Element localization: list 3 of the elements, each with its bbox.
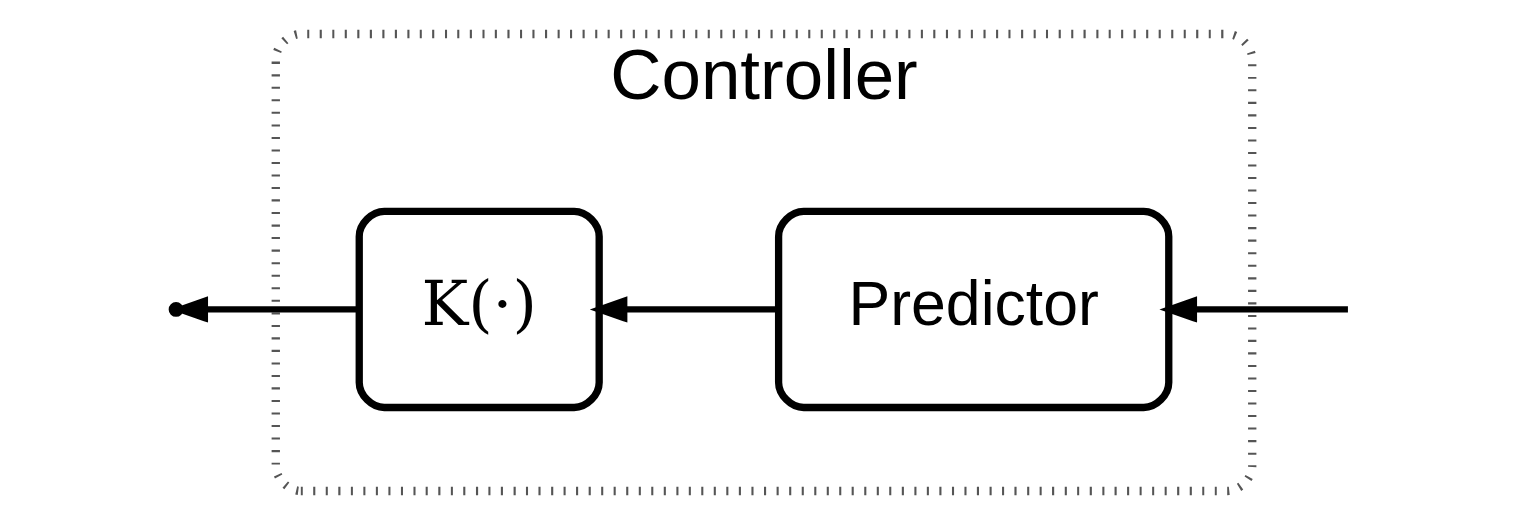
node-box: Predictor (774, 207, 1172, 411)
node-box: K(·) (355, 207, 603, 411)
arrow (1158, 295, 1348, 323)
